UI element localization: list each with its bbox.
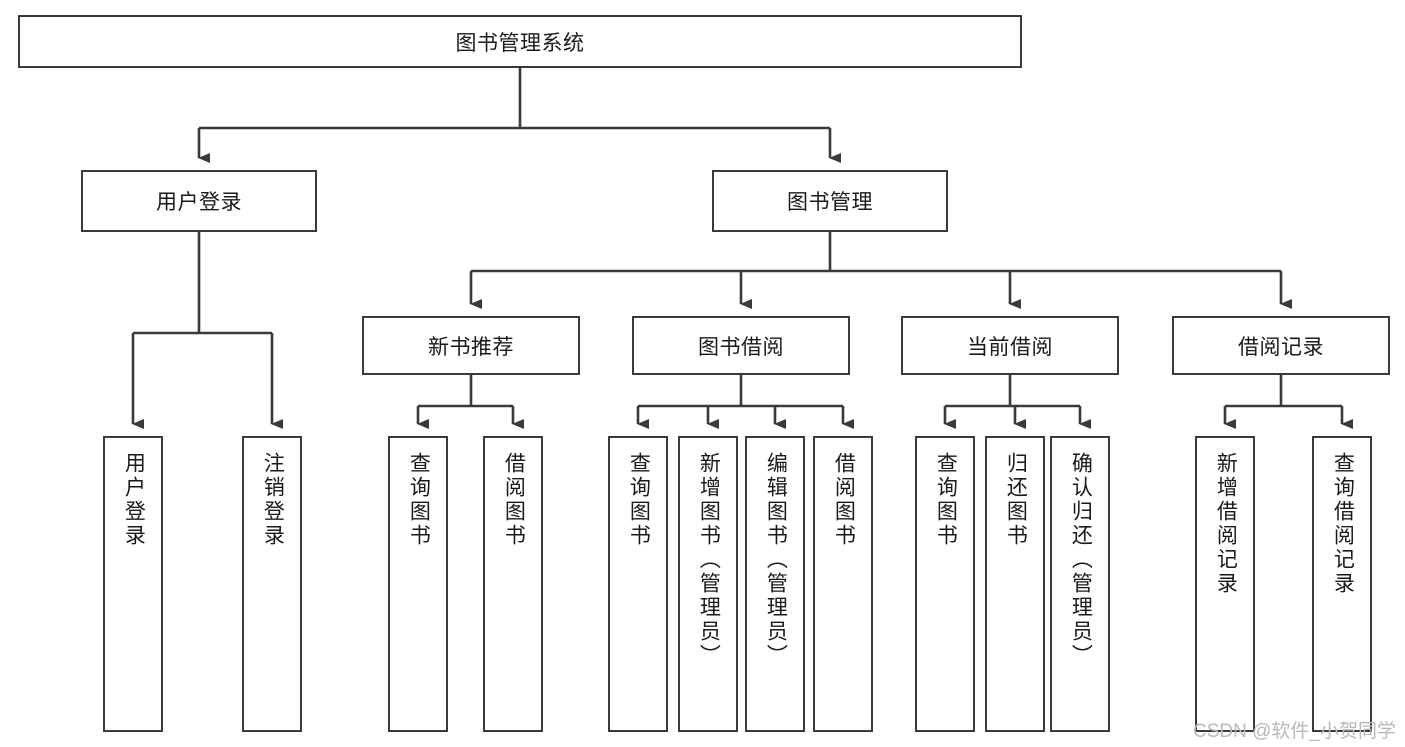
node-leaf-add-record-label: 新增借阅记录 [1214, 452, 1238, 596]
node-leaf-query-book-1[interactable]: 查询图书 [388, 436, 448, 732]
node-book-manage-label: 图书管理 [787, 191, 873, 214]
node-book-borrow[interactable]: 图书借阅 [632, 316, 850, 375]
node-current-borrow-label: 当前借阅 [967, 335, 1053, 359]
node-leaf-query-book-2-label: 查询图书 [627, 452, 651, 548]
node-root[interactable]: 图书管理系统 [18, 15, 1022, 68]
node-leaf-borrow-book-2-label: 借阅图书 [832, 452, 856, 548]
node-leaf-query-book-1-label: 查询图书 [407, 452, 431, 548]
node-leaf-return-book-label: 归还图书 [1004, 452, 1028, 548]
node-leaf-query-book-3[interactable]: 查询图书 [915, 436, 975, 732]
node-new-book-recommend[interactable]: 新书推荐 [362, 316, 580, 375]
node-leaf-borrow-book-2[interactable]: 借阅图书 [813, 436, 873, 732]
node-new-book-recommend-label: 新书推荐 [428, 335, 514, 359]
node-leaf-user-login[interactable]: 用户登录 [103, 436, 163, 732]
node-leaf-borrow-book-1-label: 借阅图书 [502, 452, 526, 548]
node-book-manage[interactable]: 图书管理 [712, 170, 948, 232]
node-leaf-add-book-label: 新增图书（管理员） [697, 452, 721, 668]
node-leaf-query-record-label: 查询借阅记录 [1331, 452, 1355, 596]
node-leaf-logout-login-label: 注销登录 [261, 452, 285, 548]
node-leaf-confirm-return[interactable]: 确认归还（管理员） [1050, 436, 1110, 732]
node-current-borrow[interactable]: 当前借阅 [901, 316, 1119, 375]
node-leaf-return-book[interactable]: 归还图书 [985, 436, 1045, 732]
node-user-login-label: 用户登录 [156, 191, 242, 214]
node-leaf-edit-book[interactable]: 编辑图书（管理员） [745, 436, 805, 732]
node-leaf-add-book[interactable]: 新增图书（管理员） [678, 436, 738, 732]
node-leaf-borrow-book-1[interactable]: 借阅图书 [483, 436, 543, 732]
node-leaf-edit-book-label: 编辑图书（管理员） [764, 452, 788, 668]
node-leaf-query-book-3-label: 查询图书 [934, 452, 958, 548]
node-borrow-record[interactable]: 借阅记录 [1172, 316, 1390, 375]
node-book-borrow-label: 图书借阅 [698, 335, 784, 359]
node-user-login[interactable]: 用户登录 [81, 170, 317, 232]
node-root-label: 图书管理系统 [455, 31, 585, 55]
node-leaf-confirm-return-label: 确认归还（管理员） [1069, 452, 1093, 668]
node-borrow-record-label: 借阅记录 [1238, 335, 1324, 359]
node-leaf-query-book-2[interactable]: 查询图书 [608, 436, 668, 732]
node-leaf-query-record[interactable]: 查询借阅记录 [1312, 436, 1372, 732]
node-leaf-logout-login[interactable]: 注销登录 [242, 436, 302, 732]
node-leaf-add-record[interactable]: 新增借阅记录 [1195, 436, 1255, 732]
node-leaf-user-login-label: 用户登录 [122, 452, 146, 548]
